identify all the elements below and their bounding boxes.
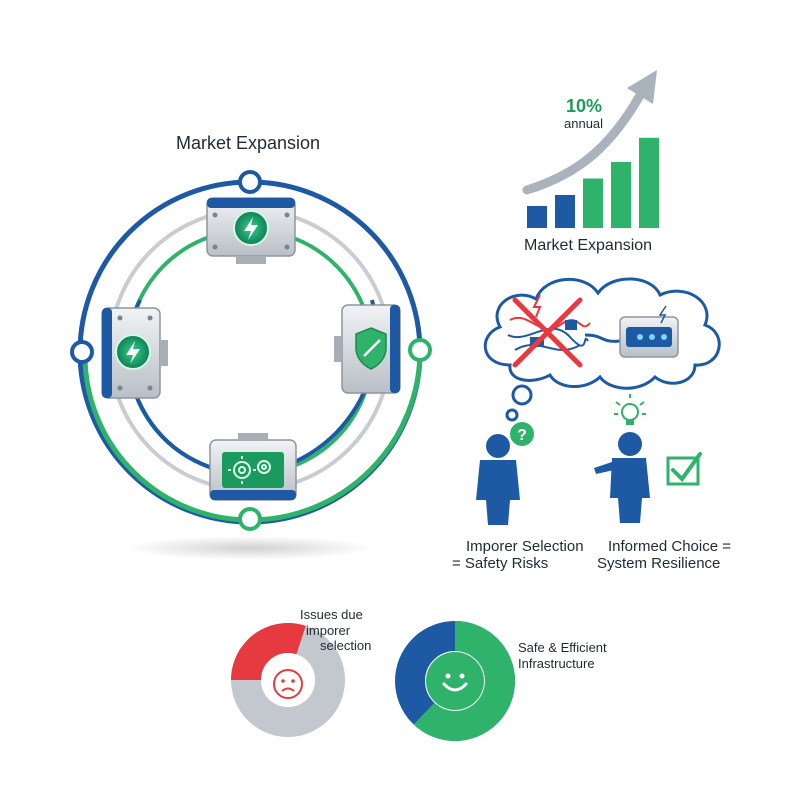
safe-device-icon xyxy=(619,305,679,358)
growth-bar-4 xyxy=(611,162,631,228)
growth-arrow xyxy=(522,85,648,195)
people-figures: ? xyxy=(476,394,702,525)
donut-issues xyxy=(231,623,345,737)
issues-label: Issues due imporer selection xyxy=(300,607,372,654)
gears-icon xyxy=(228,456,271,484)
informed-choice-label: Informed Choice = System Resilience xyxy=(597,538,731,573)
improper-selection-label: Imporer Selection = Safety Risks xyxy=(452,538,584,573)
module-top-lightning xyxy=(206,197,296,264)
ring-node-bottom xyxy=(238,507,262,531)
informed-person-icon xyxy=(594,432,650,523)
safe-label: Safe & Efficient Infrastructure xyxy=(518,640,607,671)
ring-shadow xyxy=(125,536,375,560)
ring-node-left xyxy=(70,340,94,364)
smile-face-icon xyxy=(442,673,468,692)
growth-bar-2 xyxy=(555,195,575,228)
module-bottom-gears xyxy=(209,433,297,501)
growth-period: annual xyxy=(564,116,604,131)
growth-bar-5 xyxy=(639,137,659,228)
market-ring-diagram xyxy=(70,170,432,560)
module-left-lightning xyxy=(101,307,168,399)
confused-person-icon xyxy=(476,434,520,525)
growth-bar-3 xyxy=(583,178,603,228)
growth-caption: Market Expansion xyxy=(524,237,653,254)
growth-bar-1 xyxy=(527,206,547,228)
ring-node-right xyxy=(408,338,432,362)
donut-safe-green-segment xyxy=(395,621,515,741)
thought-cloud xyxy=(483,277,721,422)
module-right-shield xyxy=(334,304,401,394)
cross-x-icon xyxy=(512,297,583,368)
lightning-icon xyxy=(244,217,258,240)
donut-issues-red-segment xyxy=(231,623,345,737)
svg-text:?: ? xyxy=(517,427,527,444)
growth-percent: 10% xyxy=(566,96,603,116)
cloud-shape xyxy=(483,277,721,390)
ring-title: Market Expansion xyxy=(176,133,321,153)
growth-arrow-head xyxy=(627,70,657,104)
checkbox-checked-icon xyxy=(666,452,702,486)
donut-safe xyxy=(395,621,515,741)
lightning-icon xyxy=(126,341,140,364)
growth-chart xyxy=(522,70,659,228)
sad-face-icon xyxy=(273,669,303,699)
question-bubble-icon xyxy=(510,422,534,446)
lightbulb-icon xyxy=(614,394,646,425)
ring-node-top xyxy=(238,170,262,194)
